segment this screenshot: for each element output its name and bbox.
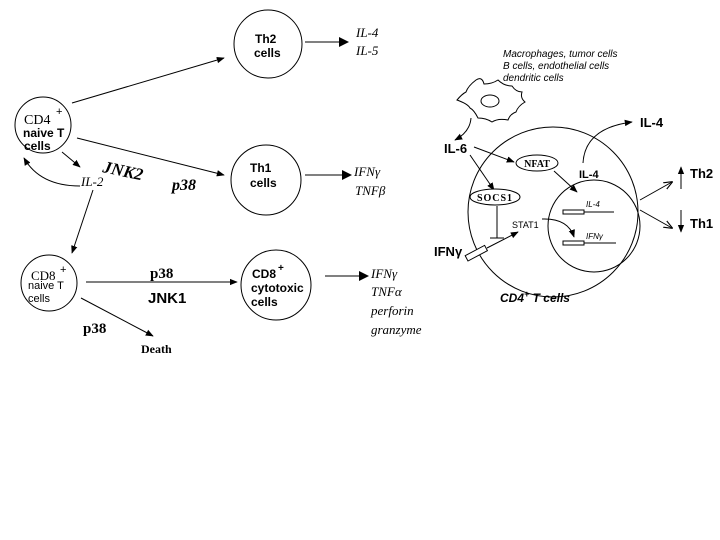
th2-result-label: Th2: [690, 166, 713, 181]
source-cells-line-3: dendritic cells: [503, 73, 564, 84]
socs1-node: SOCS1: [469, 188, 521, 206]
ctl-output-4: granzyme: [371, 322, 422, 337]
source-cells-line-1: Macrophages, tumor cells: [503, 49, 618, 60]
arrow-stat1-to-nucleus: [541, 218, 575, 238]
cd4-sup: +: [56, 106, 62, 118]
cd8-naive-label: naive T: [28, 280, 64, 292]
ctl-label: CD8: [252, 267, 276, 281]
cd4-naive-label: naive T: [23, 126, 65, 140]
cd8-cells-label: cells: [28, 293, 51, 305]
p38-death-label: p38: [83, 321, 106, 337]
th1-cell-circle: [230, 144, 302, 216]
nfat-label: NFAT: [524, 159, 550, 170]
p38-th1-label: p38: [170, 177, 196, 194]
il2-label: IL-2: [80, 174, 104, 189]
arrow-macrophage-to-il6: [454, 117, 472, 141]
il4-inner-label: IL-4: [579, 169, 599, 181]
arrow-cd4-to-th2: [71, 56, 225, 104]
jnk1-label: JNK1: [148, 290, 186, 307]
th2-cell-label: Th2: [255, 32, 277, 46]
arrow-to-th1: [639, 209, 672, 228]
cd4-cell-circle: [14, 96, 72, 154]
nfat-ellipse: [515, 154, 559, 172]
arrow-cd8-to-death: [80, 297, 154, 337]
nfat-node: NFAT: [515, 154, 559, 172]
th1-output-1: IFNγ: [353, 164, 381, 179]
arrow-il2-to-cd8: [71, 189, 94, 254]
arrow-il6-to-socs1: [469, 154, 495, 191]
gene-il4-box: [562, 209, 585, 215]
macrophage-icon: [456, 78, 526, 123]
arrow-receptor-to-stat1: [486, 231, 519, 249]
socs1-label: SOCS1: [477, 193, 513, 204]
cd8-cell-circle: [20, 254, 78, 312]
cd4-cells-label: cells: [24, 139, 51, 153]
socs1-ellipse: [469, 188, 521, 206]
cd4-naive-t-cell: CD4 + naive T cells: [14, 96, 72, 154]
cd8-naive-t-cell: CD8 + naive T cells: [20, 254, 78, 312]
cd4-label: CD4: [24, 113, 50, 128]
ifng-receptor: [464, 244, 489, 262]
ifng-receptor-rect: [464, 244, 489, 262]
ctl-sup: +: [278, 263, 284, 274]
arrow-il6-to-nfat: [473, 146, 515, 163]
th1-cell: Th1 cells: [230, 144, 302, 216]
gene-ifng-box: [562, 240, 585, 246]
th1-cell-label: Th1: [250, 161, 272, 175]
ctl-cell-circle: [240, 249, 312, 321]
death-label: Death: [141, 342, 172, 356]
arrow-to-th2: [639, 182, 672, 201]
nucleus-outline: [547, 179, 641, 273]
cd4-t-cells-label-sup: +: [524, 289, 530, 299]
source-cells-line-2: B cells, endothelial cells: [503, 61, 609, 72]
cd4-t-cells-label-rest: T cells: [529, 291, 570, 305]
gene-ifng: IFNγ: [562, 232, 616, 246]
cd8-label: CD8: [31, 268, 56, 283]
ctl-output-1: IFNγ: [370, 266, 398, 281]
gene-il4-label: IL-4: [586, 200, 600, 209]
jnk2-label: JNK2: [100, 157, 145, 184]
stat1-label: STAT1: [512, 220, 539, 230]
th1-output-2: TNFβ: [355, 183, 386, 198]
ctl-output-2: TNFα: [371, 284, 403, 299]
arrow-cd4-to-il2: [61, 151, 81, 168]
gene-ifng-label: IFNγ: [586, 232, 604, 241]
il4-out-label: IL-4: [640, 115, 664, 130]
arrow-nfat-to-nucleus: [553, 170, 578, 193]
il6-label: IL-6: [444, 141, 467, 156]
il2-feedback-arrow: [23, 157, 81, 187]
th2-cells-label: cells: [254, 46, 281, 60]
cd8-cytotoxic-cell: CD8 + cytotoxic cells: [240, 249, 312, 321]
th1-result-label: Th1: [690, 216, 713, 231]
cd8-sup: +: [60, 264, 66, 276]
th2-output-2: IL-5: [355, 43, 379, 58]
arrow-il4-export: [582, 119, 633, 164]
cd4-t-cells-label: CD4+ T cells: [500, 289, 570, 305]
p38-ctl-label: p38: [150, 266, 173, 282]
ifng-label: IFNγ: [434, 244, 463, 259]
th2-cell: Th2 cells: [233, 9, 303, 79]
arrow-cd4-to-th1: [76, 137, 225, 177]
ctl-cells-label: cells: [251, 295, 278, 309]
th1-cells-label: cells: [250, 176, 277, 190]
macrophage-nucleus-icon: [480, 94, 500, 108]
gene-il4: IL-4: [562, 200, 614, 215]
ctl-output-3: perforin: [370, 303, 414, 318]
cd4-t-cells-label-main: CD4: [500, 291, 524, 305]
th2-cell-circle: [233, 9, 303, 79]
ctl-cytotoxic-label: cytotoxic: [251, 281, 304, 295]
th2-output-1: IL-4: [355, 25, 379, 40]
